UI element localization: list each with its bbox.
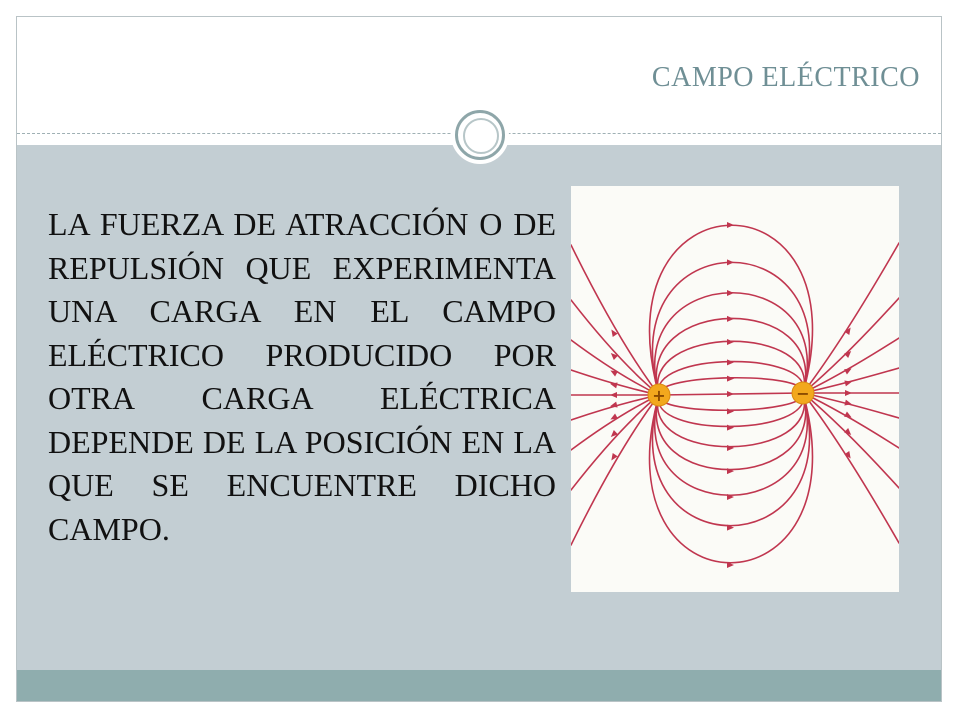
positive-charge-label: + [652,386,665,405]
field-arrow [727,424,734,431]
field-arrow [844,327,851,335]
field-arrow [727,222,734,228]
field-arrow [844,451,851,459]
field-arrow [727,359,734,366]
field-arrow [844,351,852,359]
field-arrow [610,392,617,398]
field-arrow [611,329,618,337]
field-arrow [727,562,734,568]
field-arrow [610,370,618,377]
field-arrow [611,453,618,461]
field-line [802,392,899,449]
divider-ring-icon [451,106,509,164]
field-line [802,297,899,394]
field-arrow [844,399,852,406]
field-arrow [727,524,734,531]
field-line [802,242,899,394]
field-arrow [610,413,618,420]
field-arrow [727,408,734,415]
field-line [571,394,660,546]
field-line [802,337,899,394]
positive-charge: + [647,383,671,407]
field-arrow [727,391,734,397]
field-arrow [727,338,734,345]
field-arrow [727,494,734,500]
field-arrow [610,401,618,408]
field-line [571,299,660,396]
negative-charge-label: − [796,384,809,403]
field-arrow [727,375,734,382]
field-line [656,392,806,448]
field-line [802,392,899,544]
footer-band [17,670,941,701]
field-line [655,392,807,471]
field-arrow [610,353,618,361]
body-text: LA FUERZA DE ATRACCIÓN O DE REPULSIÓN QU… [48,206,556,547]
field-line [651,392,811,527]
field-arrow [610,429,618,437]
field-line [658,376,804,396]
field-line [648,224,814,396]
field-arrow [727,290,734,296]
field-arrow [844,427,852,435]
field-arrow [727,315,734,322]
field-line [802,392,899,489]
field-arrow [844,411,852,418]
field-arrow [845,390,852,396]
field-line [653,392,809,496]
field-line [658,392,804,412]
field-arrow [844,380,852,387]
electric-field-figure: + − [571,186,899,592]
field-arrow [844,368,852,375]
field-line [657,392,805,428]
field-line [571,394,660,491]
field-arrow [727,445,734,452]
negative-charge: − [791,381,815,405]
field-arrow [727,468,734,475]
field-arrow [610,382,618,389]
field-arrow [727,259,734,266]
field-line [651,261,811,396]
slide-title: CAMPO ELÉCTRICO [651,62,920,93]
dipole-field-diagram: + − [571,222,899,568]
field-line [571,244,660,396]
field-line [648,392,814,564]
